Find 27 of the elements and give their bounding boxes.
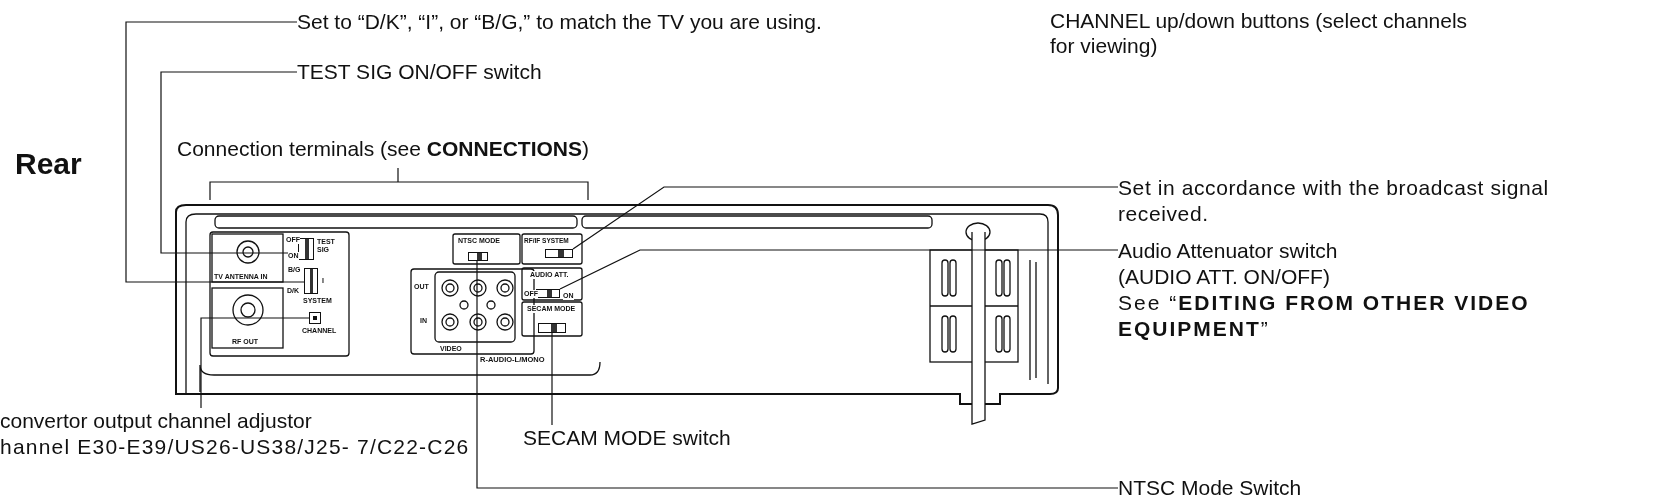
push-button <box>309 312 321 324</box>
slide-switch <box>298 238 314 260</box>
callout-text: hannel E30-E39/US26-US38/J25- 7/C22-C26 <box>0 434 470 460</box>
callout-text: convertor output channel adjustor <box>0 408 313 434</box>
annotation-text: Connection terminals (see CONNECTIONS) <box>177 136 589 162</box>
annotation-text: CHANNEL up/down buttons (select channels for viewing) <box>1050 8 1469 58</box>
slide-switch <box>538 323 566 333</box>
callout-text: TEST SIG ON/OFF switch <box>297 59 542 85</box>
leader-line <box>551 332 553 426</box>
callout-text: See “EDITING FROM OTHER VIDEO EQUIPMENT” <box>1118 290 1531 342</box>
callout-text: Set to “D/K”, “I”, or “B/G,” to match the TV you are using. <box>297 9 822 35</box>
slide-switch <box>545 249 573 258</box>
slide-switch <box>304 268 318 294</box>
slide-switch <box>468 252 488 261</box>
leader-line <box>572 186 1119 250</box>
callout-text: Audio Attenuator switch <box>1118 238 1339 264</box>
leader-line <box>160 71 299 254</box>
callout-text: NTSC Mode Switch <box>1118 475 1302 501</box>
section-heading: Rear <box>15 146 82 182</box>
slide-switch <box>536 289 560 298</box>
callout-text: (AUDIO ATT. ON/OFF) <box>1118 264 1331 290</box>
leader-line <box>200 317 310 409</box>
leader-line <box>476 260 1119 489</box>
callout-text: SECAM MODE switch <box>523 425 731 451</box>
leader-line <box>125 21 305 283</box>
callout-text: Set in accordance with the broadcast signal received. <box>1118 175 1588 227</box>
leader-line <box>559 249 1119 290</box>
